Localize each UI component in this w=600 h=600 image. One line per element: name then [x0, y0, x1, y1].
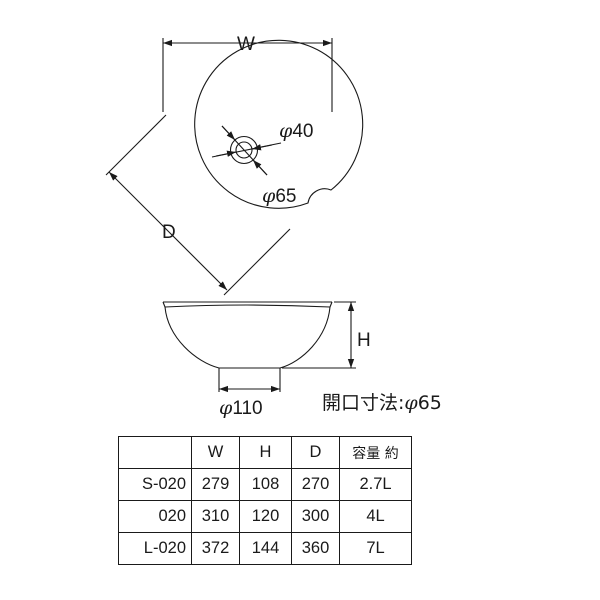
h-label: H	[357, 330, 371, 351]
bowl-rim-lip-left	[162, 301, 166, 308]
phi40-arrow-b	[251, 144, 273, 151]
table-row: S-020 279 108 270 2.7L	[118, 468, 412, 501]
phi110-label: φ110	[219, 397, 263, 419]
model-cell: 020	[118, 500, 192, 533]
bowl-rim-inner	[164, 304, 331, 308]
header-d: D	[291, 436, 340, 469]
d-label: D	[162, 222, 176, 243]
capacity-cell: 2.7L	[339, 468, 412, 501]
d-extension-upper	[105, 114, 167, 176]
opening-note-value: 65	[417, 392, 442, 414]
d-cell: 360	[291, 532, 340, 565]
phi40-arrow-a	[215, 150, 237, 157]
w-cell: 310	[191, 500, 240, 533]
plan-view-labels: W D φ40 φ65	[162, 34, 313, 243]
d-cell: 300	[291, 500, 340, 533]
h-cell: 144	[239, 532, 292, 565]
header-model	[118, 436, 192, 469]
header-capacity: 容量 約	[339, 436, 412, 469]
model-cell: L-020	[118, 532, 192, 565]
table-row: L-020 372 144 360 7L	[118, 532, 412, 565]
opening-note-text: 開口寸法:	[322, 392, 405, 414]
capacity-cell: 4L	[339, 500, 412, 533]
d-extension-lower	[223, 228, 291, 296]
side-view-labels: H φ110	[219, 330, 371, 419]
table-row: 020 310 120 300 4L	[118, 500, 412, 533]
phi65-arrow-a	[221, 125, 236, 141]
capacity-cell: 7L	[339, 532, 412, 565]
model-cell: S-020	[118, 468, 192, 501]
bowl-body	[164, 306, 331, 369]
phi65-arrow-b	[252, 159, 268, 176]
plan-view	[105, 38, 364, 296]
h-cell: 120	[239, 500, 292, 533]
phi40-label: φ40	[279, 120, 313, 142]
side-view	[162, 301, 356, 393]
opening-note-phi: φ	[404, 392, 418, 414]
table-header-row: W H D 容量 約	[118, 436, 412, 469]
header-w: W	[191, 436, 240, 469]
bowl-rim-lip-right	[329, 301, 333, 308]
w-cell: 372	[191, 532, 240, 565]
w-label: W	[237, 34, 255, 55]
spec-table: W H D 容量 約 S-020 279 108 270 2.7L 020 31…	[118, 436, 412, 565]
d-cell: 270	[291, 468, 340, 501]
h-cell: 108	[239, 468, 292, 501]
d-dimension-line	[108, 171, 228, 291]
header-h: H	[239, 436, 292, 469]
opening-size-note: 開口寸法:φ65	[322, 388, 442, 415]
w-cell: 279	[191, 468, 240, 501]
phi65-label: φ65	[262, 185, 296, 207]
